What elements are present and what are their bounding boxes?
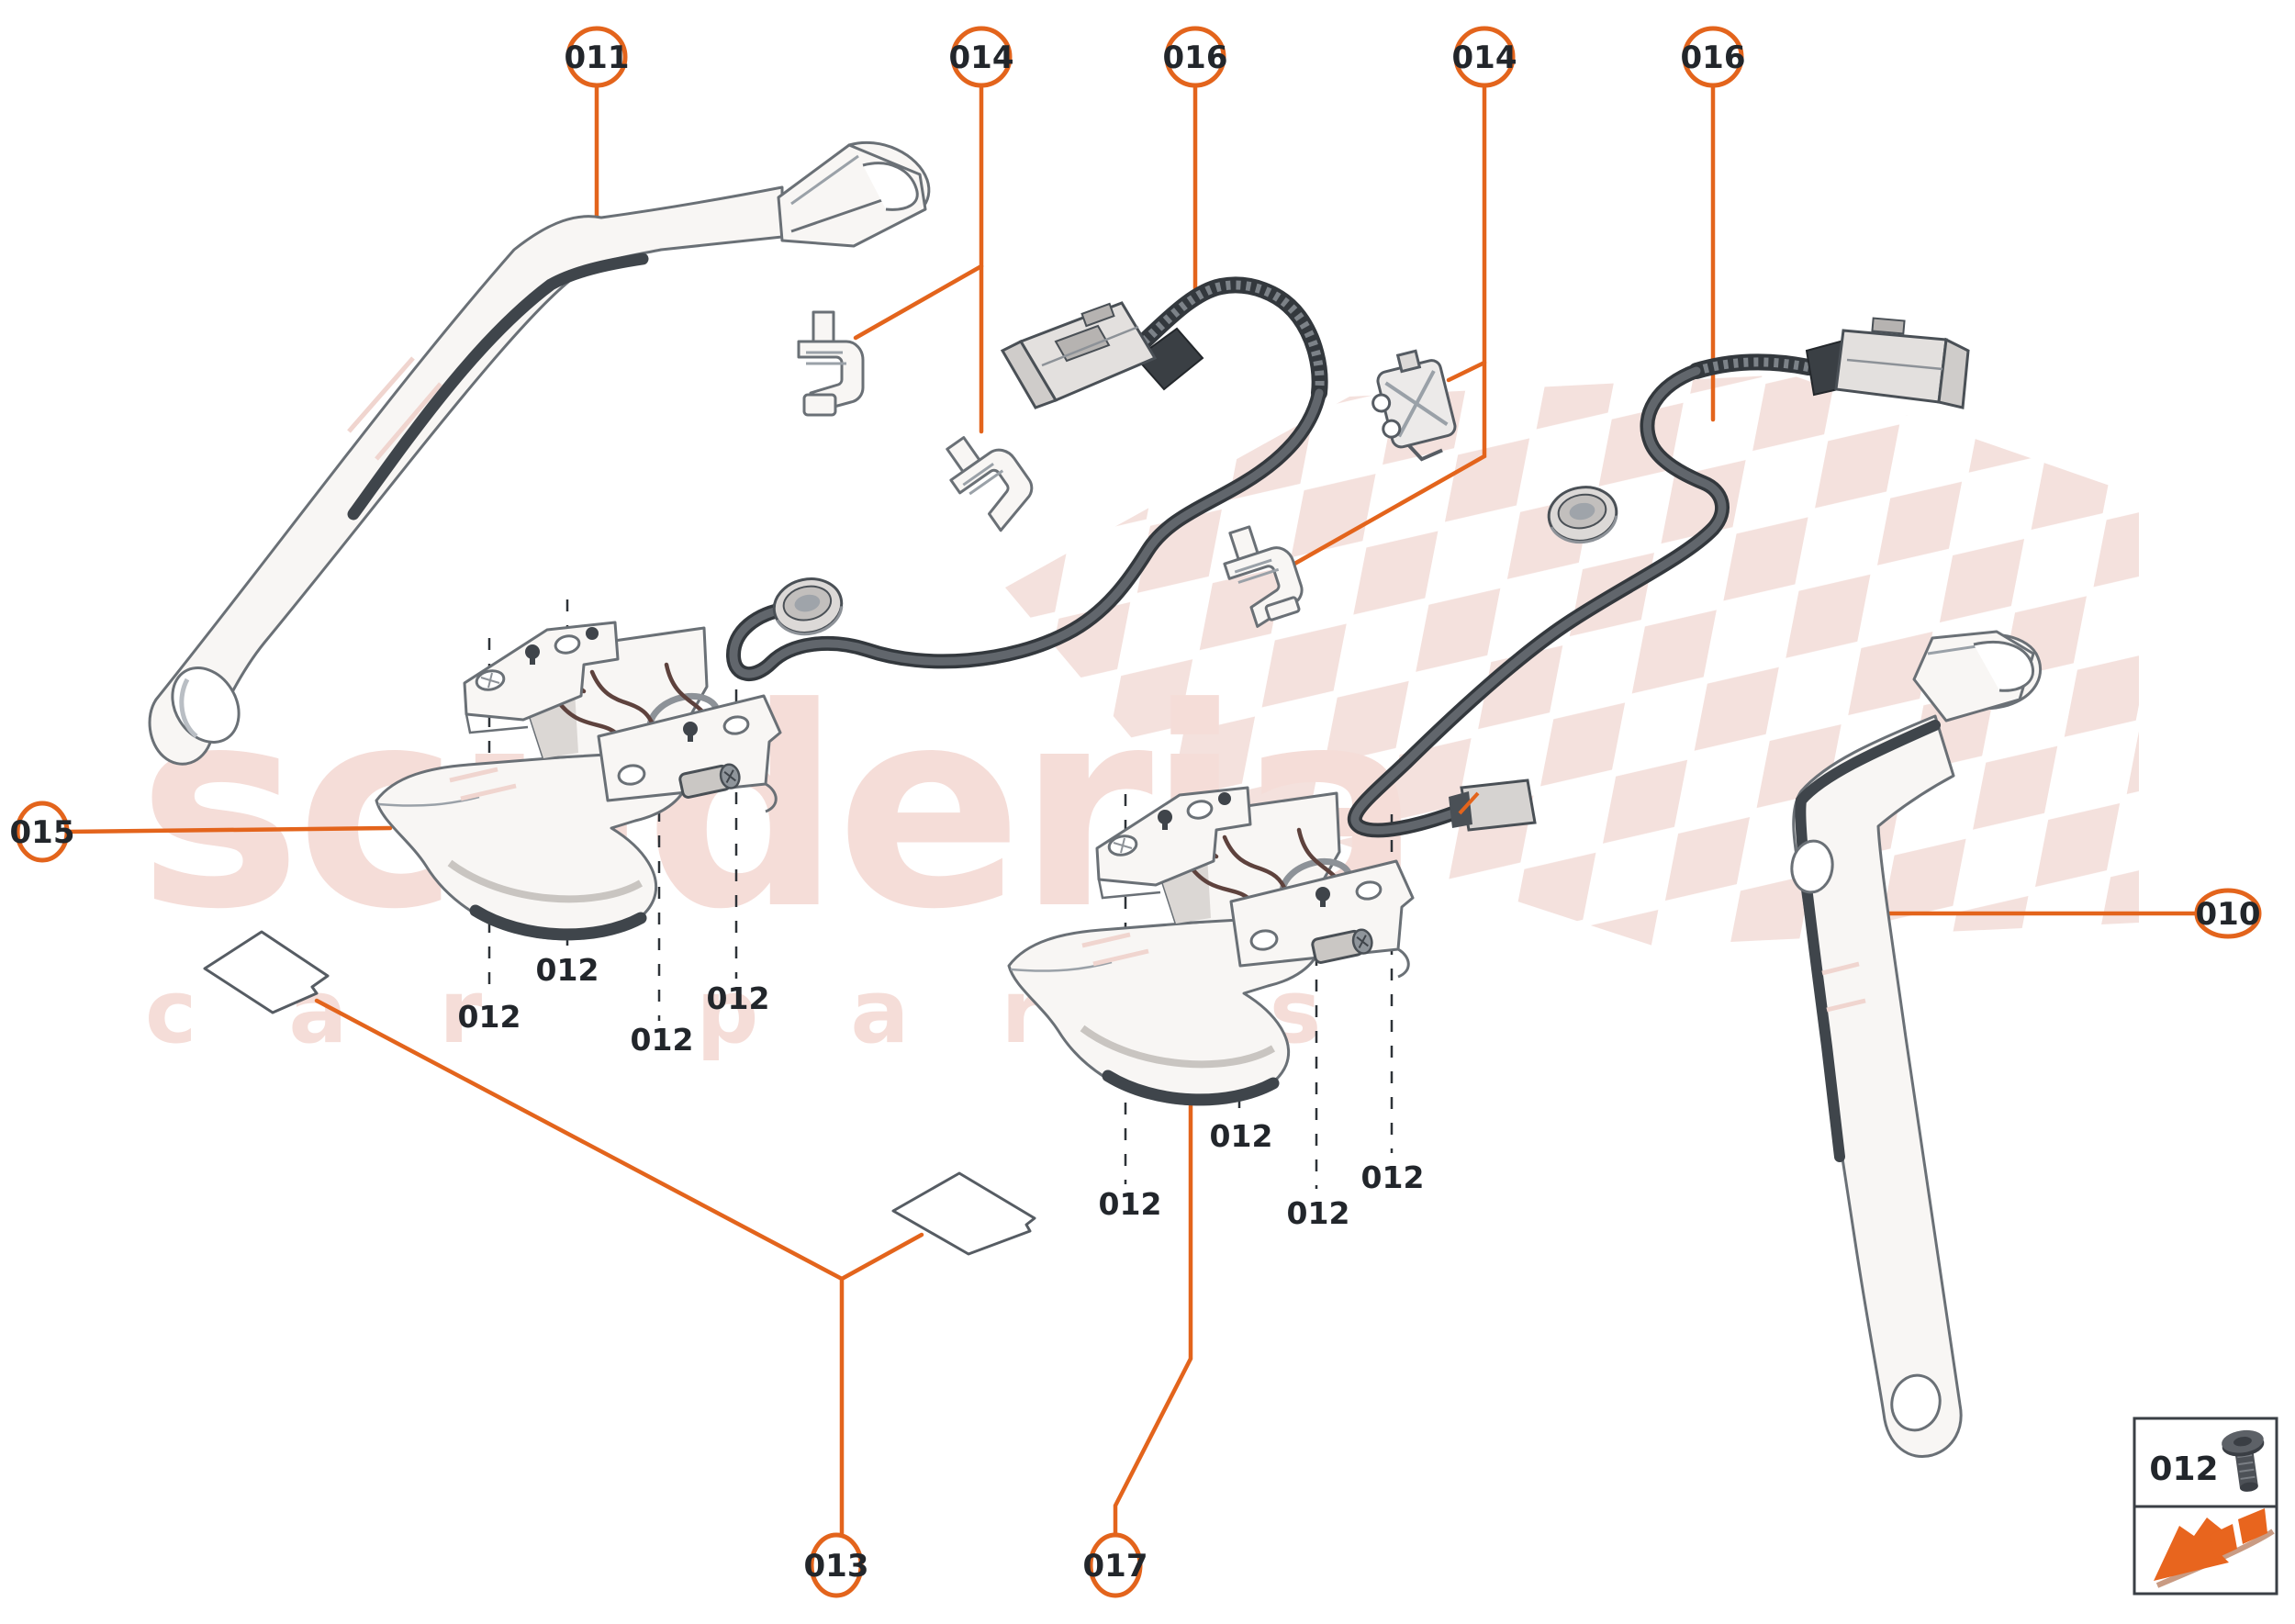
cable-clip-c [1371,349,1457,462]
callout-014-b[interactable]: 014 [1452,26,1517,88]
callout-015[interactable]: 015 [10,801,75,863]
adhesive-pad-2 [891,1171,1036,1256]
harness-plug-connector [1000,301,1158,409]
callout-011[interactable]: 011 [565,26,630,88]
wiring-harness-right [1348,317,1970,838]
strap-bracket-left [148,140,931,766]
cable-clip-b [946,436,1034,532]
cable-boot [1135,327,1204,391]
callout-013[interactable]: 013 [804,1532,869,1598]
adhesive-pad-1 [203,930,330,1014]
callout-017[interactable]: 017 [1083,1532,1148,1598]
bracket-end-clip [777,140,931,248]
callout-leader-lines [64,83,2199,1538]
callout-label[interactable]: 016 [1163,39,1228,76]
callout-label[interactable]: 015 [10,814,75,851]
callout-label[interactable]: 014 [1452,39,1517,76]
callout-label[interactable]: 017 [1083,1548,1148,1585]
harness-plug-connector [1834,317,1970,409]
fastener-label: 012 [536,952,599,988]
install-direction-arrow-icon [2154,1508,2275,1588]
harness-end-connector [1449,778,1537,832]
torx-screw-icon [2222,1429,2265,1492]
bulb-socket [767,571,848,642]
bracket-end-clip [1912,630,2042,722]
callout-016-a[interactable]: 016 [1163,26,1228,88]
callout-label[interactable]: 014 [949,39,1014,76]
wiring-harness-left [726,276,1328,681]
callout-010[interactable]: 010 [2194,888,2262,939]
fastener-label: 012 [1287,1195,1350,1231]
callout-016-b[interactable]: 016 [1681,26,1746,88]
fastener-label: 012 [1361,1159,1425,1195]
callout-label[interactable]: 010 [2196,896,2261,933]
callout-label[interactable]: 013 [804,1548,869,1585]
fastener-label: 012 [631,1022,694,1058]
cable-clip-a [797,310,865,417]
legend-box: 012 [2133,1417,2278,1596]
callout-014-a[interactable]: 014 [949,26,1014,88]
fastener-label: 012 [1099,1186,1162,1222]
cable-clip-d [1223,525,1304,628]
strap-bracket-right [1790,630,2042,1458]
fastener-label: 012 [458,999,521,1035]
fastener-label: 012 [1210,1118,1273,1154]
callout-label[interactable]: 016 [1681,39,1746,76]
fastener-label: 012 [707,980,770,1016]
legend-part-number: 012 [2149,1450,2218,1488]
callout-label[interactable]: 011 [565,39,630,76]
